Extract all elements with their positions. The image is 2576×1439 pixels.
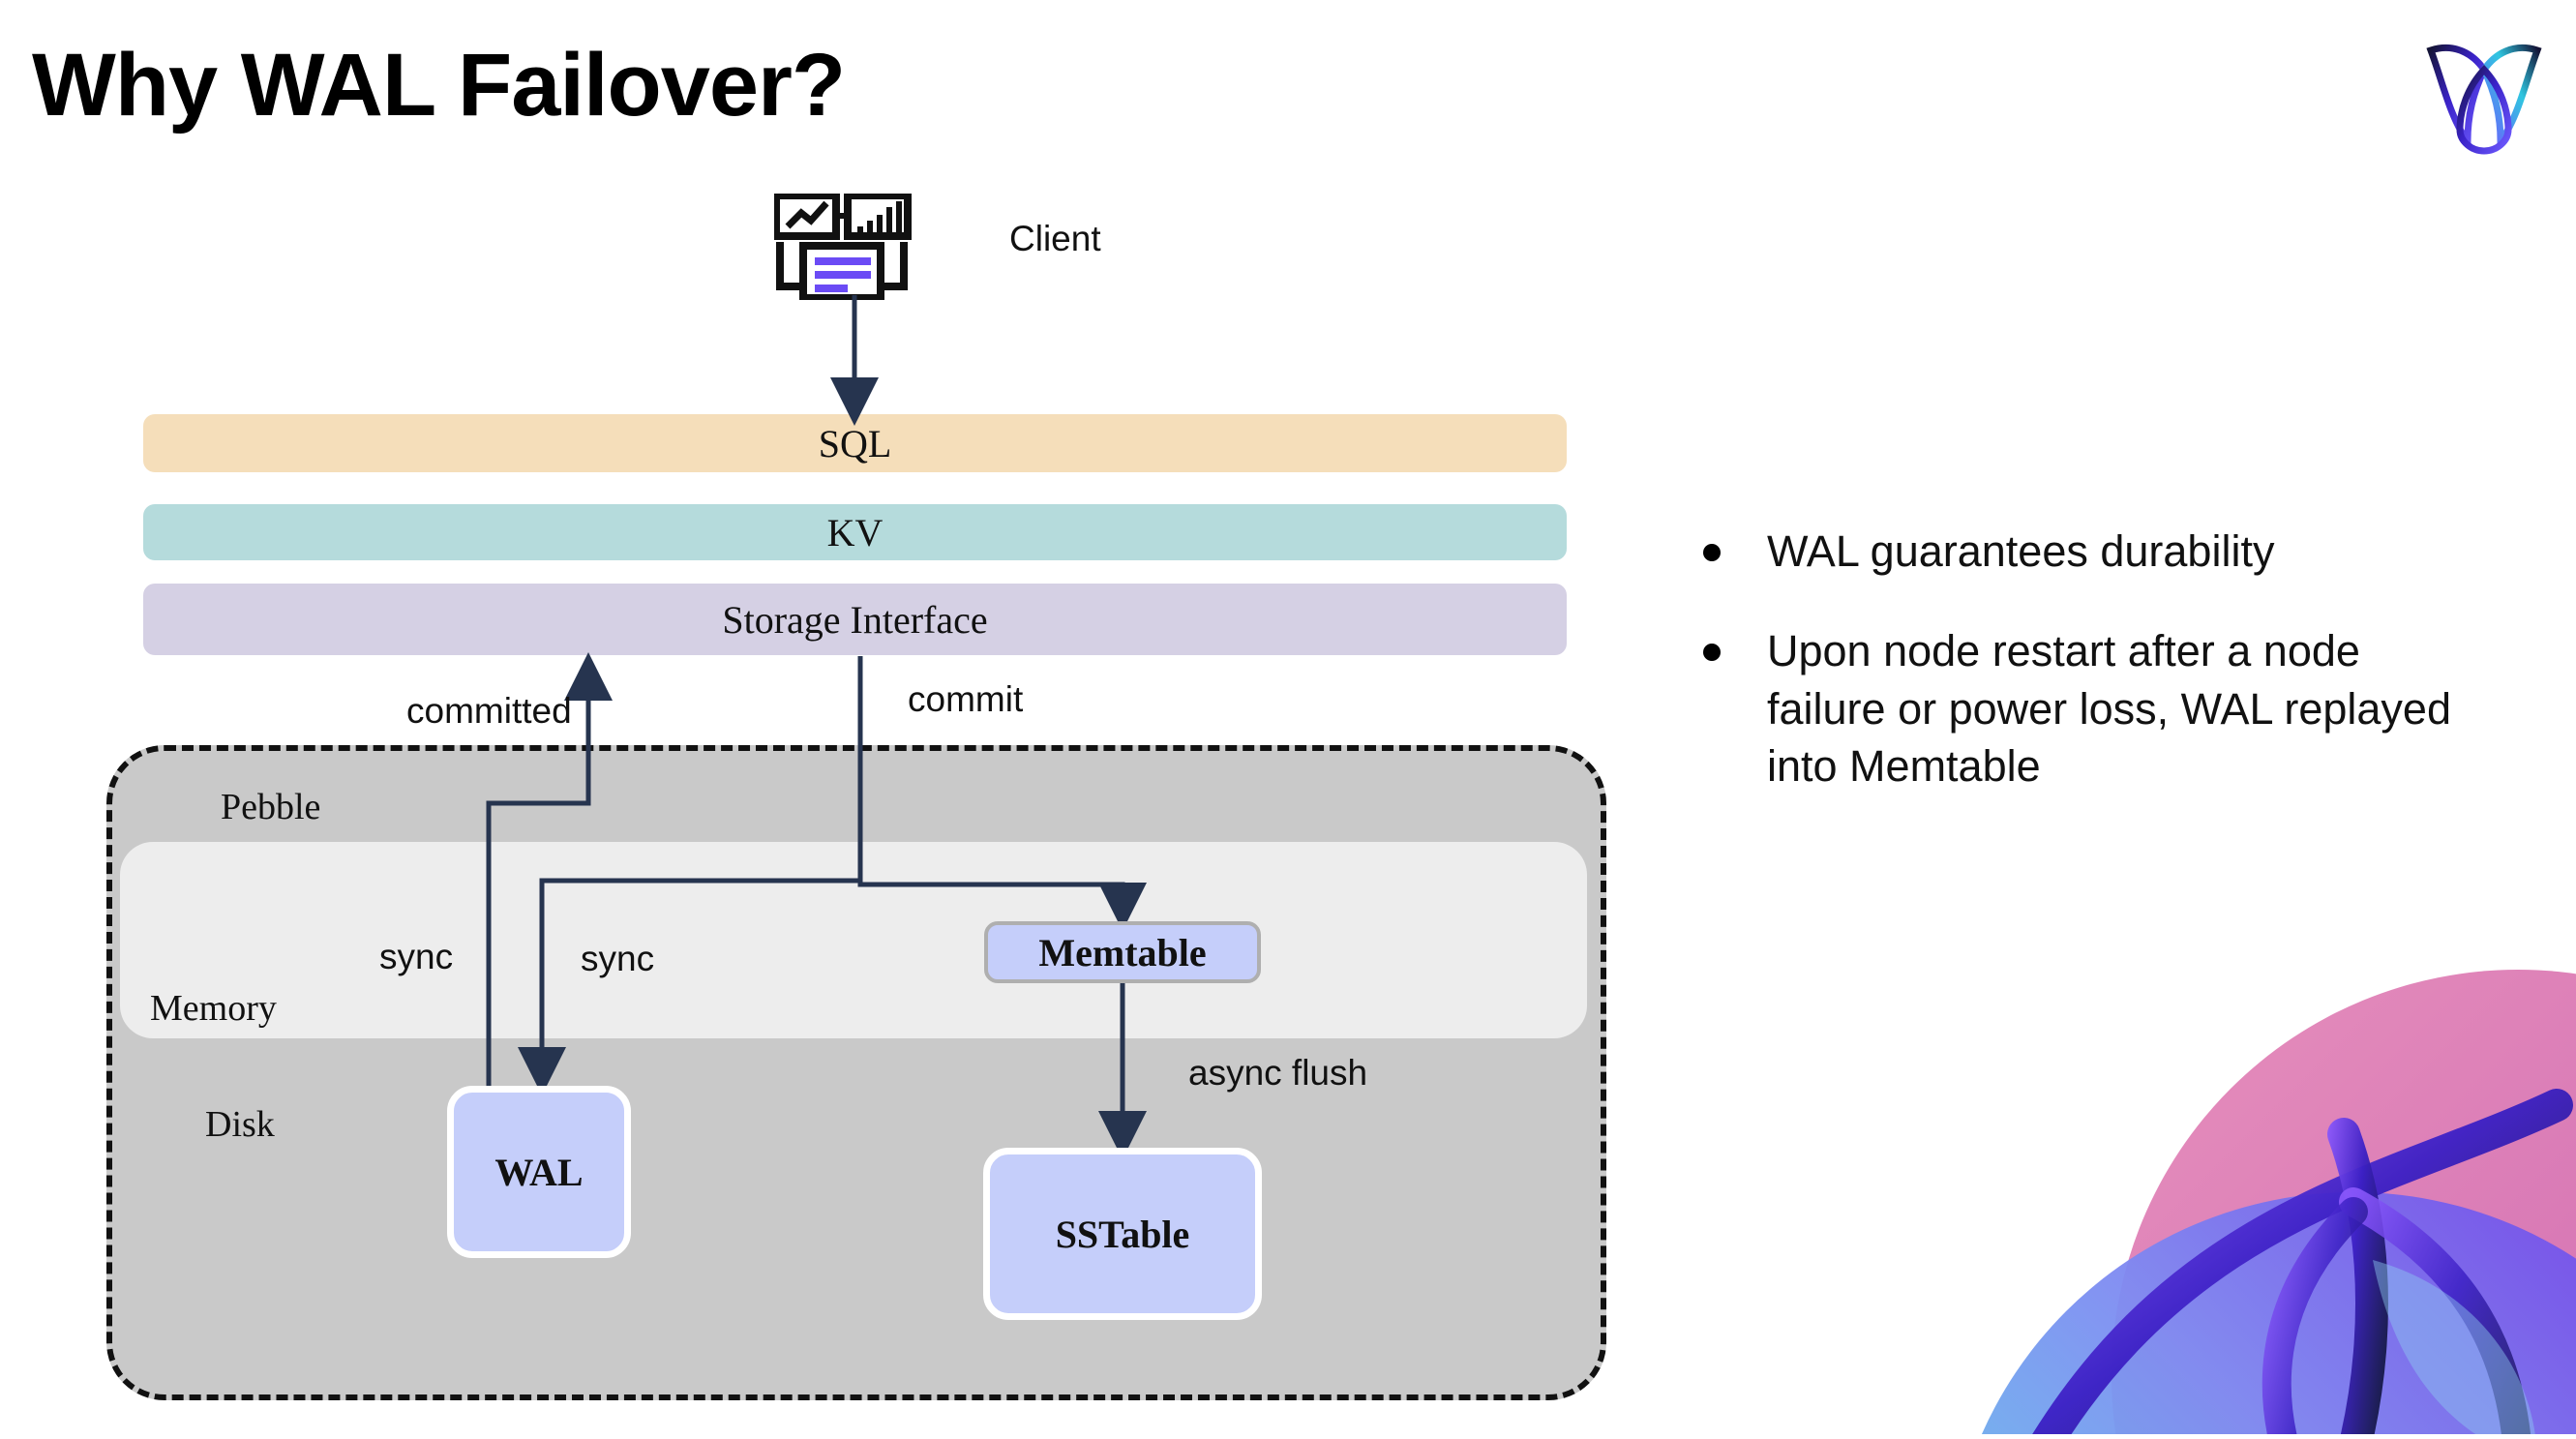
page-title: Why WAL Failover?: [32, 36, 846, 135]
edge-label-sync-right: sync: [581, 939, 655, 978]
memory-label: Memory: [150, 988, 277, 1029]
pebble-label: Pebble: [221, 787, 321, 827]
layer-kv: KV: [143, 504, 1567, 560]
edge-label-committed: committed: [406, 691, 572, 731]
bullet-text: Upon node restart after a node failure o…: [1767, 626, 2451, 792]
bullet-list: WAL guarantees durability Upon node rest…: [1703, 523, 2535, 838]
list-item: WAL guarantees durability: [1703, 523, 2535, 580]
cockroachdb-logo: [2411, 21, 2557, 166]
layer-kv-label: KV: [826, 510, 884, 555]
node-sstable-label: SSTable: [1055, 1212, 1190, 1256]
layer-sql-label: SQL: [818, 421, 892, 465]
node-wal: WAL: [447, 1086, 631, 1258]
client-label: Client: [1009, 219, 1101, 258]
node-memtable-label: Memtable: [1038, 930, 1207, 974]
client-dashboard-icon: [772, 192, 929, 302]
decorative-logo-art: [1937, 921, 2576, 1434]
bullet-text: WAL guarantees durability: [1767, 526, 2275, 576]
list-item: Upon node restart after a node failure o…: [1703, 622, 2535, 794]
layer-sql: SQL: [143, 414, 1567, 472]
memory-container: [120, 842, 1587, 1038]
architecture-diagram: Client SQL KV Storage Interface Pebble M…: [106, 192, 1606, 1400]
node-memtable: Memtable: [984, 921, 1261, 983]
node-sstable: SSTable: [983, 1148, 1262, 1320]
edge-label-sync-left: sync: [379, 937, 454, 976]
bullet-dot-icon: [1703, 544, 1721, 561]
layer-storage-label: Storage Interface: [722, 597, 988, 642]
node-wal-label: WAL: [494, 1150, 584, 1194]
edge-label-commit: commit: [908, 679, 1024, 719]
layer-storage-interface: Storage Interface: [143, 584, 1567, 655]
bullet-dot-icon: [1703, 644, 1721, 662]
edge-label-async-flush: async flush: [1188, 1053, 1368, 1093]
disk-label: Disk: [205, 1104, 275, 1145]
